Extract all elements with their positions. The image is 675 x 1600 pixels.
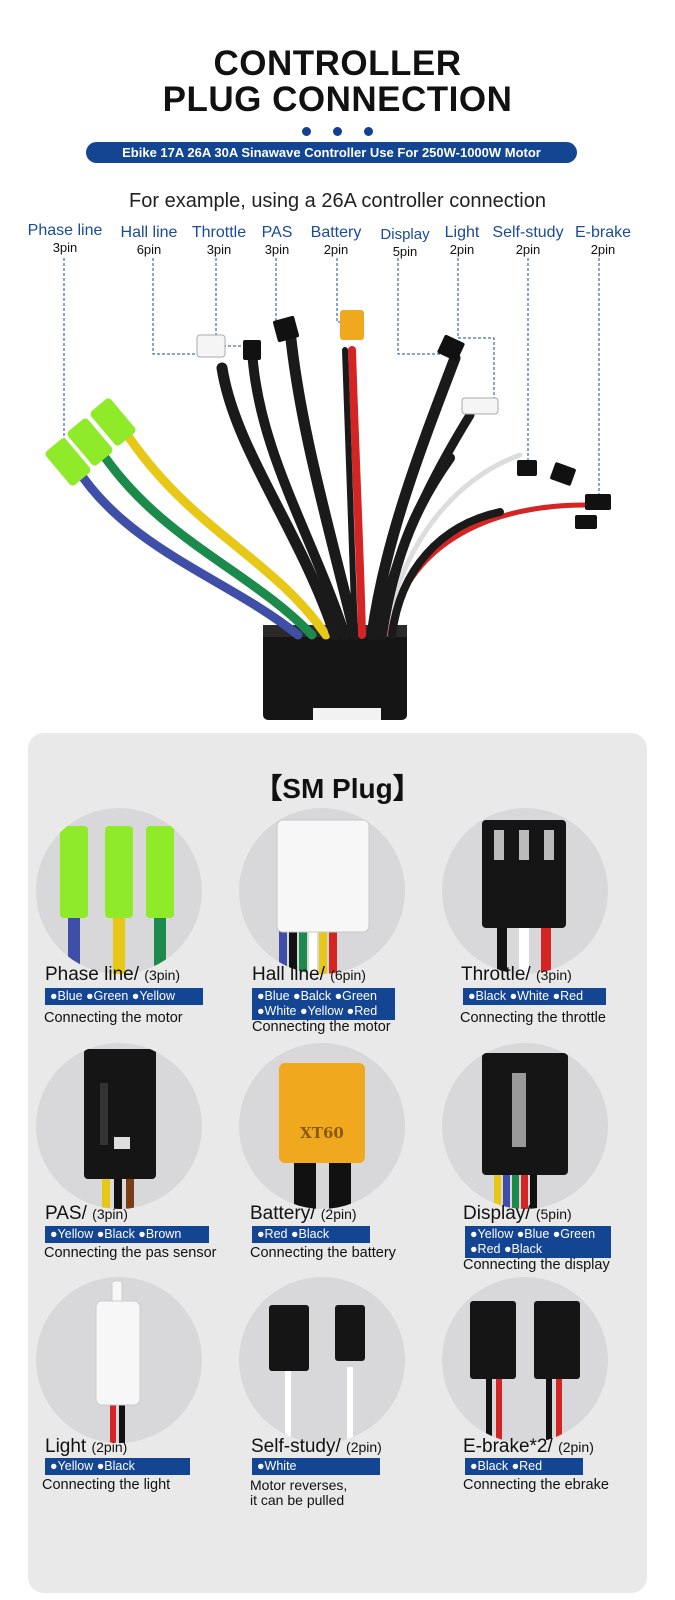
connector-name: Battery: [310, 224, 362, 241]
desc-phase-line: Connecting the motor: [44, 1010, 183, 1026]
color-tag-display-2: ●Red ●Black: [465, 1241, 611, 1258]
color-tag-hall-line-2: ●White ●Yellow ●Red: [252, 1003, 395, 1020]
connector-name: E-brake: [574, 224, 632, 241]
page-title-line1: CONTROLLER: [213, 44, 462, 83]
connector-pins: 3pin: [264, 242, 290, 257]
panel-title: 【SM Plug】: [254, 773, 421, 804]
left-cables: [216, 324, 366, 641]
connector-label-e-brake: E-brake 2pin: [570, 224, 636, 257]
color-tag-battery: ●Red ●Black: [252, 1226, 370, 1243]
desc-throttle: Connecting the throttle: [460, 1010, 606, 1026]
item-name-light: Light (2pin): [45, 1436, 128, 1457]
phase-line-plug-image: [36, 808, 202, 974]
right-cables: [366, 352, 588, 641]
connector-name: Hall line: [120, 224, 178, 241]
desc-e-brake: Connecting the ebrake: [463, 1477, 609, 1493]
connector-name: Display: [380, 226, 430, 243]
connector-label-battery: Battery 2pin: [304, 224, 368, 257]
color-tag-throttle: ●Black ●White ●Red: [463, 988, 606, 1005]
connector-name: PAS: [261, 224, 293, 241]
decorative-dots: [0, 123, 675, 141]
example-caption: For example, using a 26A controller conn…: [129, 190, 546, 212]
desc-self-study-2: it can be pulled: [250, 1492, 345, 1508]
phase-sleeves: [45, 398, 136, 486]
color-tag-display-1: ●Yellow ●Blue ●Green: [465, 1226, 611, 1243]
color-tag-phase-line: ●Blue ●Green ●Yellow: [45, 988, 203, 1005]
display-plug-image: [442, 1043, 608, 1209]
color-tag-pas: ●Yellow ●Black ●Brown: [45, 1226, 209, 1243]
throttle-plug-image: [442, 808, 608, 974]
xt60-plug: [340, 310, 364, 340]
desc-battery: Connecting the battery: [250, 1245, 396, 1261]
connector-label-pas: PAS 3pin: [256, 224, 298, 257]
controller-harness-illustration: [45, 258, 611, 720]
item-name-self-study: Self-study/ (2pin): [251, 1436, 382, 1457]
connector-heads: [196, 310, 611, 529]
desc-self-study-1: Motor reverses,: [250, 1477, 348, 1493]
connector-label-hall-line: Hall line 6pin: [114, 224, 184, 257]
connector-pins: 3pin: [206, 242, 232, 257]
subtitle-banner: Ebike 17A 26A 30A Sinawave Controller Us…: [86, 142, 577, 163]
leader-lines: [63, 258, 600, 498]
self-study-plug-image: [239, 1277, 405, 1443]
e-brake-plug-image: [442, 1277, 608, 1443]
xt60-mark: XT60: [300, 1124, 344, 1142]
item-name-throttle: Throttle/ (3pin): [461, 964, 572, 985]
connector-label-light: Light 2pin: [440, 224, 484, 257]
connector-pins: 6pin: [136, 242, 162, 257]
connector-name: Light: [444, 224, 480, 241]
connector-label-phase-line: Phase line 3pin: [22, 222, 108, 255]
hall-line-plug-image: [239, 808, 405, 974]
light-plug-image: [36, 1277, 202, 1443]
color-tag-hall-line-1: ●Blue ●Balck ●Green: [252, 988, 395, 1005]
connector-label-display: Display 5pin: [374, 226, 436, 259]
connector-pins: 5pin: [392, 244, 418, 259]
desc-pas: Connecting the pas sensor: [44, 1245, 217, 1261]
color-tag-self-study: ●White: [252, 1458, 380, 1475]
color-tag-e-brake: ●Black ●Red: [465, 1458, 583, 1475]
color-tag-light: ●Yellow ●Black: [45, 1458, 190, 1475]
desc-light: Connecting the light: [42, 1477, 171, 1493]
connector-label-self-study: Self-study 2pin: [487, 224, 569, 257]
item-name-e-brake: E-brake*2/ (2pin): [463, 1436, 594, 1457]
item-name-phase-line: Phase line/ (3pin): [45, 964, 181, 985]
connector-pins: 2pin: [449, 242, 475, 257]
desc-hall-line: Connecting the motor: [252, 1019, 391, 1035]
connector-name: Phase line: [27, 222, 103, 239]
pas-plug-image: [36, 1043, 202, 1209]
connector-name: Self-study: [492, 224, 564, 241]
connector-name: Throttle: [191, 224, 247, 241]
connector-pins: 2pin: [590, 242, 616, 257]
item-name-battery: Battery/ (2pin): [250, 1203, 357, 1224]
page-title-line2: PLUG CONNECTION: [162, 80, 513, 119]
controller-label-plate: [313, 708, 381, 720]
battery-plug-image: XT60: [239, 1043, 405, 1209]
connector-pins: 2pin: [515, 242, 541, 257]
connector-pins: 3pin: [52, 240, 78, 255]
desc-display: Connecting the display: [463, 1257, 610, 1273]
controller-body: [263, 625, 407, 720]
connector-pins: 2pin: [323, 242, 349, 257]
phase-wires: [73, 425, 331, 640]
item-name-hall-line: Hall line/ (6pin): [252, 964, 366, 985]
connector-label-throttle: Throttle 3pin: [187, 224, 251, 257]
item-name-display: Display/ (5pin): [463, 1203, 572, 1224]
item-name-pas: PAS/ (3pin): [45, 1203, 128, 1224]
